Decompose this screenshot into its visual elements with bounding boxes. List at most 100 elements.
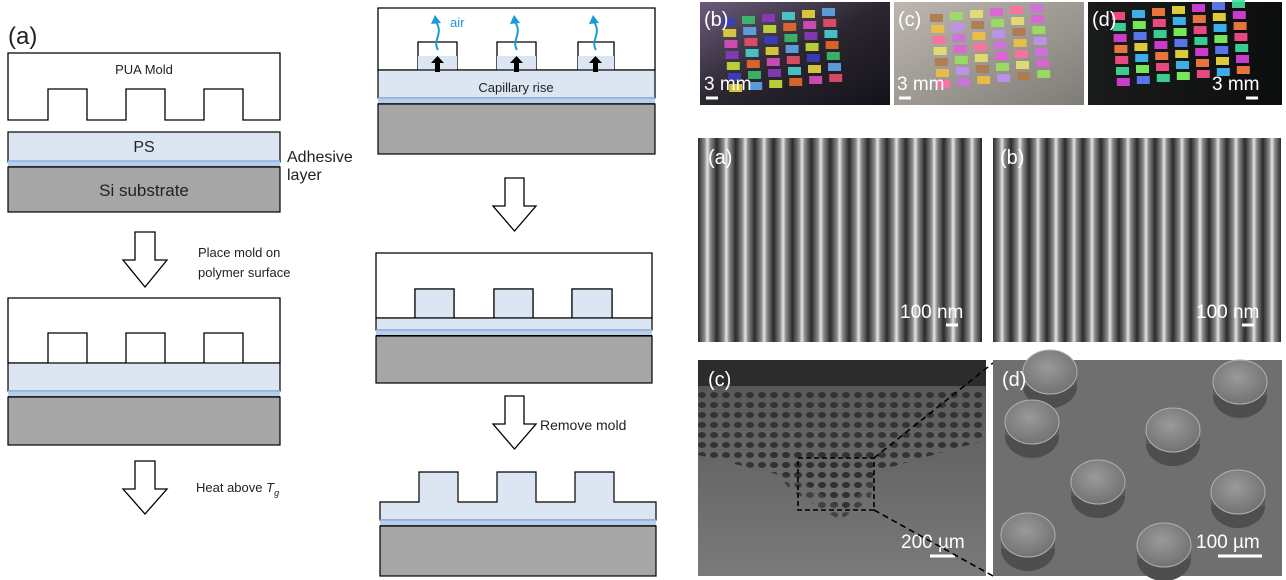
swatch	[1216, 68, 1230, 76]
swatch	[1017, 72, 1031, 80]
swatch	[934, 58, 948, 66]
swatch	[744, 38, 758, 46]
swatch	[952, 34, 966, 42]
swatch	[1173, 28, 1187, 36]
step2-label: Heat above Tg	[196, 480, 279, 498]
swatch	[722, 18, 735, 26]
swatch	[749, 82, 763, 90]
grating-line	[1065, 138, 1083, 342]
swatch	[950, 12, 963, 20]
pillar-top	[1070, 459, 1126, 505]
grating-line	[868, 138, 887, 342]
grating-line	[1083, 138, 1101, 342]
pillar-top	[1210, 469, 1266, 515]
swatch	[1115, 56, 1129, 64]
swatch	[1033, 37, 1047, 45]
pillar-array	[1000, 349, 1268, 580]
swatch	[1233, 22, 1247, 30]
swatch	[783, 23, 797, 31]
swatch	[1193, 26, 1207, 34]
air-arrowheads	[431, 15, 599, 24]
sem-c: (c) 200 µm	[698, 360, 986, 576]
photo-c-label: (c)	[898, 9, 921, 31]
swatch	[992, 30, 1006, 38]
grating-lines-b	[993, 138, 1281, 342]
swatch	[768, 69, 781, 77]
swatch	[1011, 17, 1025, 25]
swatch	[977, 76, 991, 84]
photo-b-scale: 3 mm	[704, 74, 752, 95]
grating-line	[698, 138, 717, 342]
swatch	[991, 19, 1005, 27]
swatch	[1036, 59, 1049, 67]
grating-line	[962, 138, 982, 342]
swatch	[764, 36, 778, 44]
stage2-assembly	[7, 297, 281, 446]
grating-line	[905, 138, 925, 342]
swatch	[1214, 35, 1228, 43]
swatch	[822, 8, 835, 16]
down-arrow-3	[491, 177, 538, 232]
swatch	[762, 14, 775, 22]
photo-b: (b) 3 mm	[700, 2, 890, 105]
swatch	[729, 84, 743, 92]
swatch	[1156, 74, 1170, 82]
swatch	[725, 51, 739, 59]
swatch	[723, 29, 737, 37]
swatch	[742, 16, 755, 24]
swatch	[1196, 59, 1209, 67]
swatch	[1153, 30, 1167, 38]
pillar-top	[1145, 407, 1201, 453]
swatch	[789, 78, 803, 86]
grating-line	[792, 138, 812, 342]
swatch	[1176, 72, 1190, 80]
remove-mold-label: Remove mold	[540, 417, 626, 433]
photo-b-label: (b)	[704, 9, 728, 31]
swatch	[806, 54, 820, 62]
swatch	[805, 43, 819, 51]
swatch	[1232, 11, 1246, 19]
swatch	[1232, 0, 1245, 8]
swatch	[954, 56, 968, 64]
swatch	[1032, 26, 1046, 34]
swatch	[1014, 50, 1028, 58]
swatch	[1215, 46, 1229, 54]
down-arrow-2	[121, 460, 169, 515]
swatch	[746, 60, 760, 68]
swatch	[1031, 15, 1045, 23]
grating-line	[773, 138, 793, 342]
capillary-arrows	[431, 56, 602, 72]
swatch	[994, 52, 1008, 60]
swatch	[1152, 8, 1165, 16]
swatch	[788, 67, 801, 75]
swatch	[1116, 67, 1129, 75]
swatch	[990, 8, 1003, 16]
swatch	[1013, 39, 1027, 47]
swatch	[956, 67, 969, 75]
swatch	[1152, 19, 1166, 27]
photo-d: (d) 3 mm	[1088, 0, 1282, 105]
swatch	[726, 62, 740, 70]
substrate-label: Si substrate	[99, 181, 189, 200]
swatch	[1175, 50, 1189, 58]
swatch	[782, 12, 795, 20]
step2-prefix: Heat above	[196, 480, 266, 495]
swatch	[1113, 34, 1127, 42]
swatch	[937, 80, 951, 88]
down-arrow-4	[491, 395, 538, 450]
swatch	[972, 32, 986, 40]
swatch	[1192, 15, 1206, 23]
swatch	[1136, 65, 1149, 73]
photo-c: (c) 3 mm	[894, 2, 1084, 105]
grating-line	[1263, 138, 1281, 342]
swatch	[930, 14, 943, 22]
swatch	[1235, 44, 1249, 52]
air-arrows	[435, 21, 598, 51]
color-swatches-c	[930, 4, 1051, 88]
swatch	[828, 63, 841, 71]
sem-a: (a) 100 nm	[698, 138, 982, 342]
swatch	[1156, 63, 1169, 71]
swatch	[1030, 4, 1043, 12]
swatch	[1136, 76, 1150, 84]
